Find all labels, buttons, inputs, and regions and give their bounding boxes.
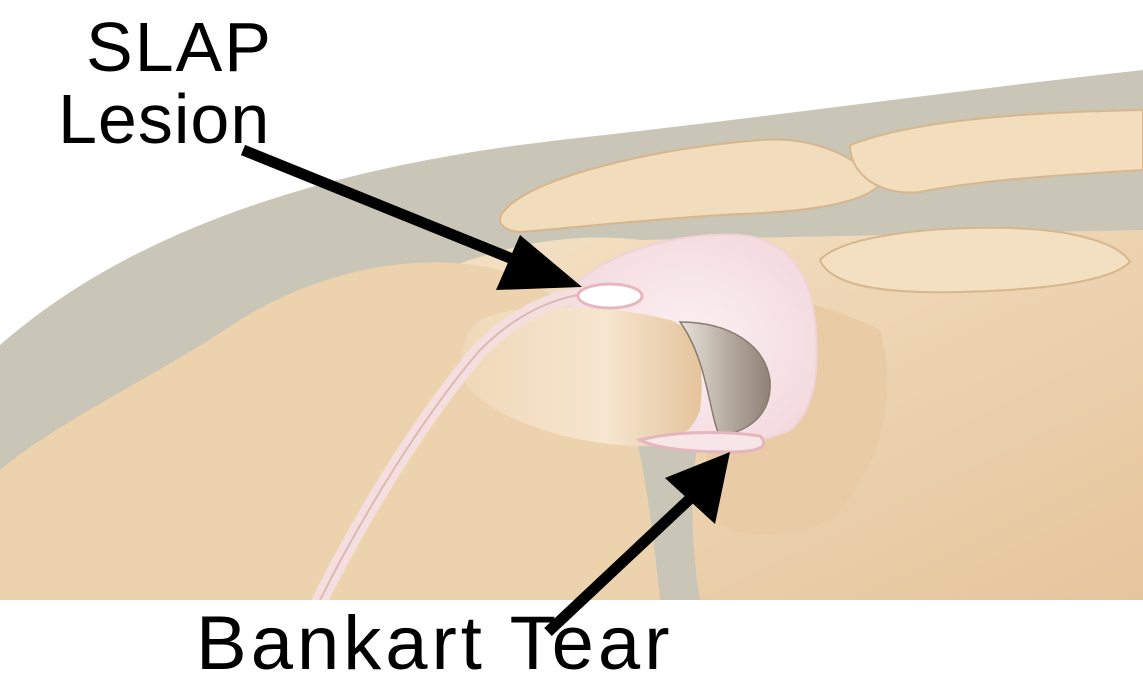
slap-label-line1: SLAP [86,12,273,82]
slap-label-line2: Lesion [58,84,270,154]
slap-tear-site [578,284,642,308]
bankart-label: Bankart Tear [196,606,674,682]
